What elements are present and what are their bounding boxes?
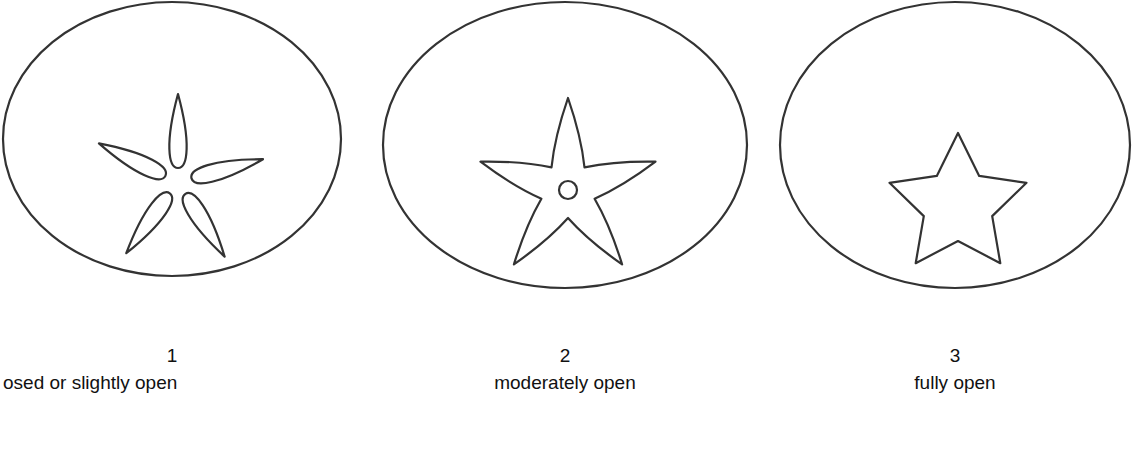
stage-number: 1 bbox=[167, 345, 178, 367]
stage-description: fully open bbox=[914, 372, 995, 394]
closed-locules bbox=[95, 94, 265, 261]
fruit-outline bbox=[383, 2, 747, 288]
fruit-outline bbox=[780, 2, 1130, 288]
center-core bbox=[559, 181, 577, 199]
fruit-outline bbox=[3, 2, 341, 276]
stage-description: moderately open bbox=[494, 372, 636, 394]
stage-number: 3 bbox=[950, 345, 961, 367]
fully-open-star bbox=[890, 133, 1027, 263]
stage-number: 2 bbox=[560, 345, 571, 367]
moderately-open-star bbox=[481, 98, 656, 264]
stage-description: osed or slightly open bbox=[3, 372, 177, 394]
